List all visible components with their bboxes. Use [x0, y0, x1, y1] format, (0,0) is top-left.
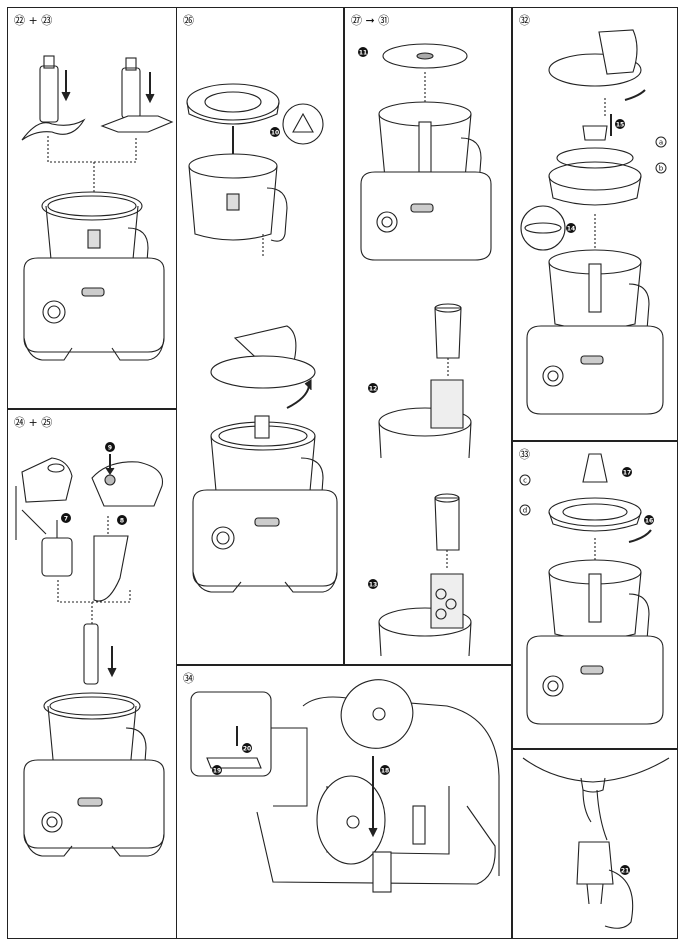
callout-10: 10 — [270, 127, 280, 137]
blade-and-bowl-illustration — [21, 55, 174, 361]
letter-b: b — [655, 162, 667, 174]
callout-15: 15 — [615, 119, 625, 129]
panel-cord-storage: 21 — [512, 749, 678, 939]
panel-label: ㉗ ➞ ㉛ — [351, 14, 390, 27]
panel-24-25: ㉔ + ㉕ — [7, 409, 177, 939]
panel-32: ㉜ 15 14 a — [512, 7, 678, 441]
juicer-sieve-illustration: 15 14 a b — [520, 29, 667, 415]
panel-label: ㉝ — [519, 448, 530, 461]
svg-text:13: 13 — [369, 582, 377, 589]
slicing-disc-illustration: 11 12 13 — [358, 43, 492, 657]
svg-text:21: 21 — [621, 868, 629, 875]
letter-d: d — [519, 504, 531, 516]
svg-text:b: b — [659, 165, 664, 173]
letter-c: c — [519, 474, 531, 486]
svg-text:11: 11 — [359, 50, 367, 57]
storage-box-illustration: 20 19 18 — [190, 679, 500, 893]
letter-a: a — [655, 136, 667, 148]
callout-8: 8 — [117, 515, 127, 525]
svg-text:20: 20 — [243, 746, 251, 753]
svg-text:7: 7 — [64, 516, 68, 523]
callout-11: 11 — [358, 47, 368, 57]
panel-22-23: ㉒ + ㉓ — [7, 7, 177, 409]
callout-21: 21 — [620, 865, 630, 875]
svg-text:15: 15 — [616, 122, 624, 129]
svg-text:14: 14 — [567, 226, 575, 233]
panel-label: ㉖ — [183, 14, 194, 27]
svg-text:17: 17 — [623, 470, 631, 477]
svg-text:9: 9 — [108, 445, 112, 452]
dough-tool-illustration: 9 7 8 — [15, 442, 165, 857]
cord-storage-illustration: 21 — [522, 757, 670, 929]
lid-and-bowl-illustration: 10 — [186, 83, 338, 593]
panel-label: ㉔ + ㉕ — [14, 416, 53, 429]
svg-text:c: c — [523, 477, 527, 485]
svg-text:8: 8 — [120, 518, 124, 525]
callout-17: 17 — [622, 467, 632, 477]
panel-label: ㉒ + ㉓ — [14, 14, 53, 27]
panel-label: ㉞ — [183, 672, 194, 685]
svg-text:16: 16 — [645, 518, 653, 525]
panel-label: ㉜ — [519, 14, 530, 27]
callout-19: 19 — [212, 765, 222, 775]
callout-16: 16 — [644, 515, 654, 525]
callout-18: 18 — [380, 765, 390, 775]
panel-27-31: ㉗ ➞ ㉛ 11 — [344, 7, 512, 665]
callout-20: 20 — [242, 743, 252, 753]
svg-text:a: a — [659, 139, 663, 147]
svg-text:10: 10 — [271, 130, 279, 137]
svg-text:18: 18 — [381, 768, 389, 775]
callout-14: 14 — [566, 223, 576, 233]
svg-text:12: 12 — [369, 386, 377, 393]
callout-9: 9 — [105, 442, 115, 452]
citrus-press-illustration: 17 16 c d — [519, 453, 664, 725]
callout-13: 13 — [368, 579, 378, 589]
svg-text:d: d — [523, 507, 527, 515]
panel-26: ㉖ — [176, 7, 344, 665]
callout-7: 7 — [61, 513, 71, 523]
svg-text:19: 19 — [213, 768, 221, 775]
panel-33: ㉝ 17 16 c d — [512, 441, 678, 749]
panel-34: ㉞ 20 19 18 — [176, 665, 512, 939]
callout-12: 12 — [368, 383, 378, 393]
